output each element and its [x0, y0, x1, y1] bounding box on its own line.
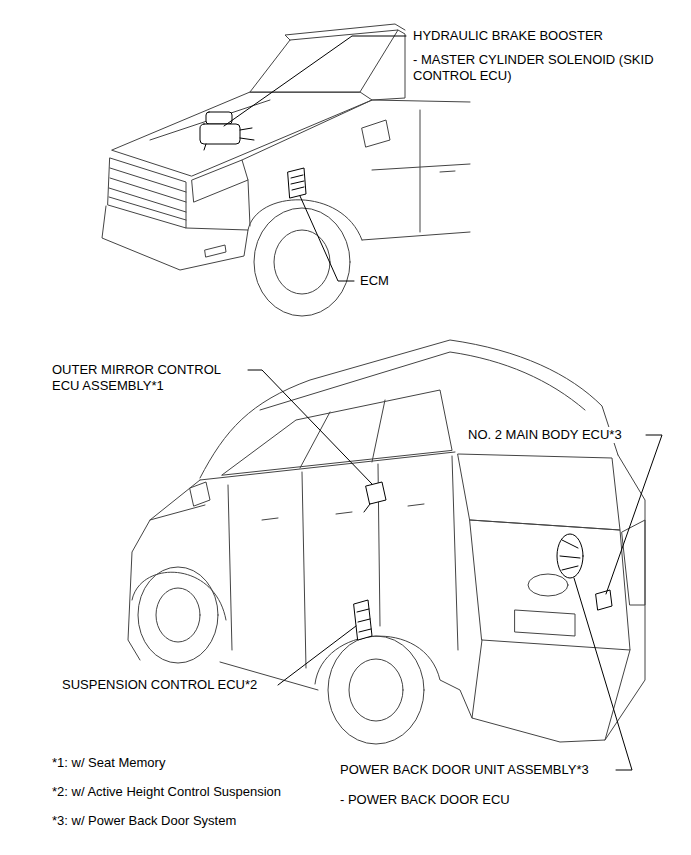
part-label: OUTER MIRROR CONTROL ECU ASSEMBLY*1 — [50, 362, 246, 394]
footnote: *2: w/ Active Height Control Suspension — [50, 784, 283, 800]
power-back-door-unit — [557, 534, 583, 578]
components — [354, 482, 612, 640]
front-wheel — [254, 208, 350, 316]
rear-wheel-hub — [349, 659, 403, 721]
ecm-box — [288, 168, 306, 198]
windshield — [250, 30, 398, 92]
roof-edge — [285, 24, 405, 40]
suspension-ecu-ribs — [357, 609, 371, 632]
outer-mirror-ecu-wire — [364, 504, 370, 512]
outer-mirror-ecu — [366, 482, 386, 504]
booster-body — [200, 124, 240, 144]
door-handles — [262, 504, 424, 520]
booster-reservoir — [206, 112, 232, 124]
part-label: ECM — [358, 273, 391, 289]
front-wheel — [138, 567, 218, 663]
rear-glass — [458, 454, 620, 530]
footnote: *3: w/ Power Back Door System — [50, 813, 238, 829]
main-body-ecu-2 — [596, 590, 612, 610]
side-window-frame — [372, 30, 405, 100]
front-wheel-arch — [132, 572, 226, 620]
mirror — [362, 120, 390, 147]
roof-rail — [260, 352, 585, 410]
part-label: - MASTER CYLINDER SOLENOID (SKID CONTROL… — [411, 52, 659, 84]
tailgate — [470, 520, 630, 650]
license-plate — [515, 610, 575, 636]
pillars — [300, 400, 385, 468]
ecm-unit — [288, 168, 306, 198]
grille-bars — [109, 168, 186, 220]
booster-pipes — [204, 128, 254, 150]
leader-line — [224, 36, 406, 126]
part-label: POWER BACK DOOR UNIT ASSEMBLY*3 — [338, 762, 591, 778]
taillight — [622, 520, 645, 605]
power-back-door-unit-detail — [560, 540, 580, 570]
door-handle — [440, 171, 455, 172]
hood-edge — [150, 505, 205, 520]
part-label: NO. 2 MAIN BODY ECU*3 — [466, 427, 624, 443]
rear-wheel-arch — [315, 636, 472, 718]
leader-lines — [224, 36, 662, 770]
front-bumper — [102, 206, 248, 270]
leader-line — [300, 196, 354, 281]
leader-line — [278, 626, 356, 685]
front-wheel-hub — [274, 230, 330, 294]
brake-booster — [200, 112, 254, 150]
headlight — [192, 160, 248, 202]
rear-bumper — [472, 640, 630, 742]
wheel-arch — [248, 200, 362, 240]
fog-lamp — [205, 245, 226, 257]
side-body — [362, 110, 470, 240]
part-label: - POWER BACK DOOR ECU — [338, 792, 512, 808]
front-fender — [242, 100, 470, 226]
leader-line — [574, 578, 632, 770]
rear-wheel — [328, 636, 424, 744]
emblem — [528, 574, 568, 596]
part-label: HYDRAULIC BRAKE BOOSTER — [411, 28, 605, 44]
hood — [112, 92, 372, 176]
belt-line — [200, 452, 455, 480]
grille — [108, 158, 186, 228]
side-windows — [222, 390, 452, 475]
front-wheel-hub — [156, 588, 200, 642]
side-mirror — [190, 482, 210, 506]
leader-line — [248, 370, 372, 484]
ecm-ribs — [291, 175, 304, 190]
suspension-ecu — [354, 600, 372, 640]
footnote: *1: w/ Seat Memory — [50, 755, 167, 771]
leader-line — [606, 435, 662, 594]
part-label: SUSPENSION CONTROL ECU*2 — [60, 677, 259, 693]
